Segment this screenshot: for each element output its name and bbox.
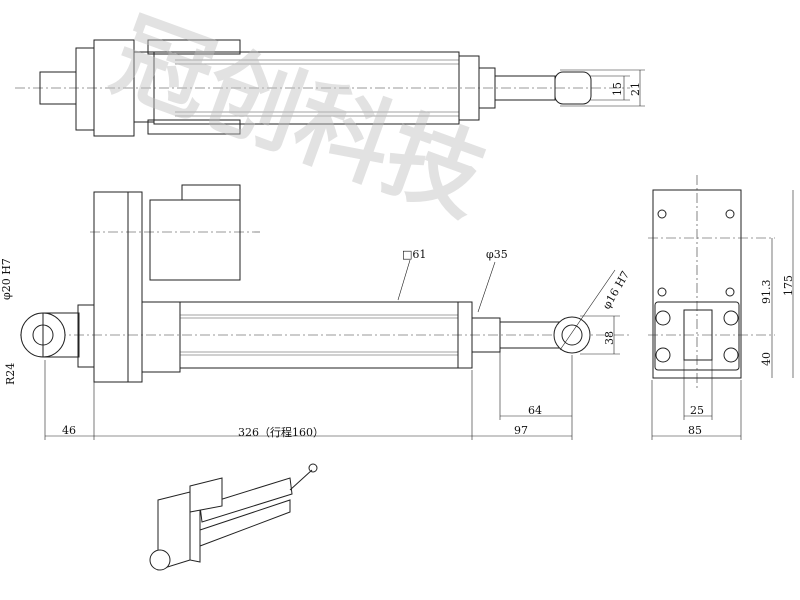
top-view <box>15 39 645 137</box>
dim-top-rod-inner: 15 <box>611 82 624 96</box>
dim-end-width: 85 <box>688 424 702 437</box>
dim-rod-diameter: φ35 <box>486 248 508 261</box>
dim-rear-offset: 46 <box>62 424 76 437</box>
end-view <box>648 175 794 440</box>
dim-end-center-distance: 91.3 <box>760 279 773 305</box>
dim-rod-end-height: 38 <box>603 331 616 345</box>
dim-rod-extension: 97 <box>514 424 528 437</box>
dim-end-slot-width: 25 <box>690 404 704 417</box>
dim-housing-square: □61 <box>402 248 427 261</box>
dim-end-height: 175 <box>782 275 795 296</box>
dim-top-rod-outer: 21 <box>629 82 642 96</box>
dim-end-clevis-offset: 40 <box>760 352 773 366</box>
isometric-view <box>149 463 318 571</box>
side-view <box>20 184 630 440</box>
dim-rear-clevis-bore: φ20 H7 <box>0 258 13 300</box>
dim-rear-clevis-radius: R24 <box>4 362 17 385</box>
dim-body-length: 326（行程160） <box>238 426 324 439</box>
dim-rod-end-length: 64 <box>528 404 542 417</box>
